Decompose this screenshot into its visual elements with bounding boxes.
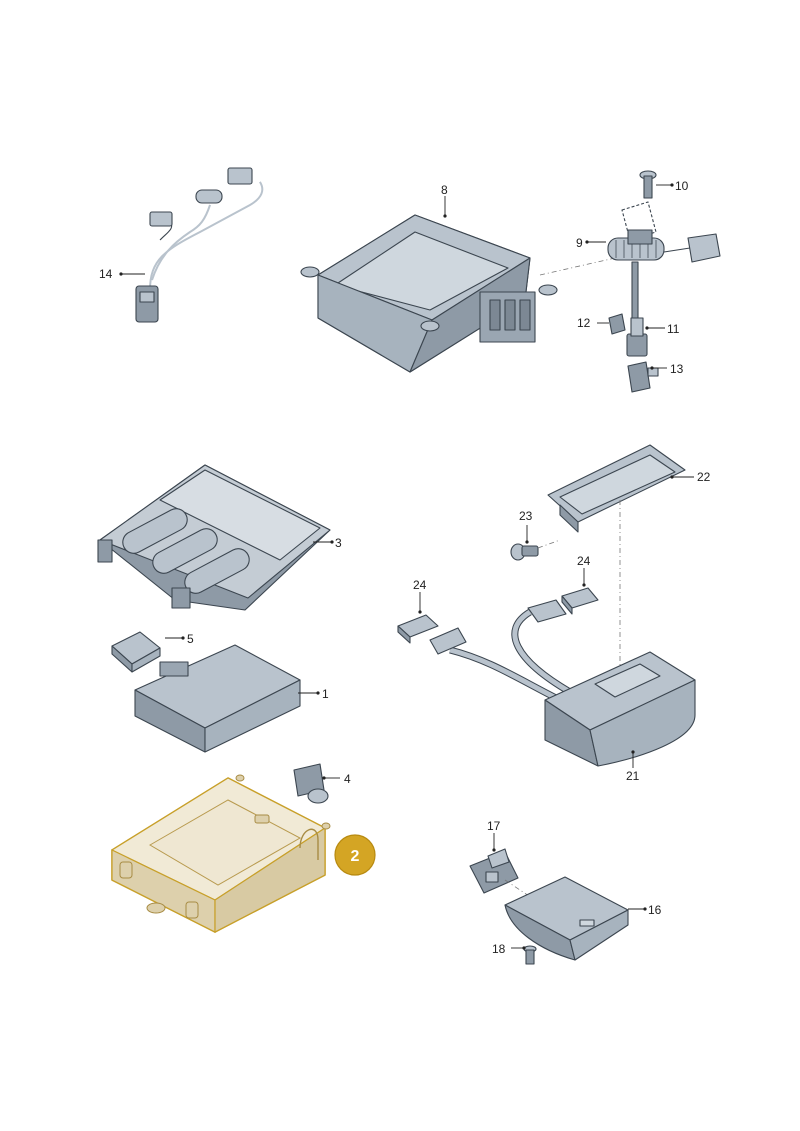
part-14-wiring-harness[interactable]	[135, 167, 264, 323]
label-21: 21	[626, 769, 640, 783]
callout-10: 10	[656, 179, 689, 193]
label-24-right: 24	[577, 554, 591, 568]
part-23-rivet[interactable]	[510, 543, 539, 561]
label-14: 14	[99, 267, 113, 281]
callout-18: 18	[492, 942, 526, 956]
label-22: 22	[697, 470, 711, 484]
assembly-leader-8-9	[539, 257, 616, 276]
label-1: 1	[322, 687, 329, 701]
part-16-holder[interactable]	[504, 876, 629, 961]
callout-4: 4	[322, 772, 351, 786]
part-21-receiver-module[interactable]	[429, 599, 696, 767]
assembly-leader-23	[537, 539, 561, 549]
part-12-clip[interactable]	[608, 313, 626, 335]
label-9: 9	[576, 236, 583, 250]
callout-12: 12	[577, 316, 609, 330]
part-13-plug[interactable]	[627, 361, 659, 393]
callout-3: 3	[313, 536, 342, 550]
label-2: 2	[351, 848, 360, 865]
label-8: 8	[441, 183, 448, 197]
part-17-bracket[interactable]	[469, 848, 519, 894]
callout-24-left: 24	[413, 578, 427, 614]
label-13: 13	[670, 362, 684, 376]
callout-11: 11	[645, 322, 680, 336]
callout-1: 1	[298, 687, 329, 701]
callout-8: 8	[441, 183, 448, 218]
part-1-control-unit[interactable]	[134, 644, 301, 753]
label-18: 18	[492, 942, 506, 956]
callout-9: 9	[576, 236, 606, 250]
part-11-connector[interactable]	[626, 317, 648, 357]
label-10: 10	[675, 179, 689, 193]
callout-22: 22	[670, 470, 711, 484]
part-8-housing[interactable]	[300, 214, 558, 373]
part-5-connector[interactable]	[111, 631, 161, 673]
callout-21: 21	[626, 750, 640, 783]
part-2-tray-highlighted[interactable]	[111, 774, 331, 933]
part-24-plug-left[interactable]	[397, 614, 439, 644]
label-16: 16	[648, 903, 662, 917]
label-12: 12	[577, 316, 591, 330]
part-4-grommet[interactable]	[293, 763, 329, 804]
part-22-cover-plate[interactable]	[547, 444, 686, 533]
part-24-plug-right[interactable]	[561, 587, 599, 615]
part-18-screw[interactable]	[523, 945, 537, 965]
callout-17: 17	[487, 819, 501, 852]
label-11: 11	[667, 322, 680, 336]
label-4: 4	[344, 772, 351, 786]
part-9-coil-module[interactable]	[607, 201, 721, 321]
callout-24-right: 24	[577, 554, 591, 587]
part-10-screw[interactable]	[639, 170, 657, 199]
callout-23: 23	[519, 509, 533, 544]
label-3: 3	[335, 536, 342, 550]
label-23: 23	[519, 509, 533, 523]
label-5: 5	[187, 632, 194, 646]
callout-14: 14	[99, 267, 145, 281]
label-17: 17	[487, 819, 501, 833]
label-24-left: 24	[413, 578, 427, 592]
part-3-cover[interactable]	[97, 464, 331, 611]
callout-5: 5	[165, 632, 194, 646]
callout-13: 13	[650, 362, 684, 376]
callout-16: 16	[628, 903, 662, 917]
highlight-badge-2[interactable]: 2	[334, 834, 376, 876]
